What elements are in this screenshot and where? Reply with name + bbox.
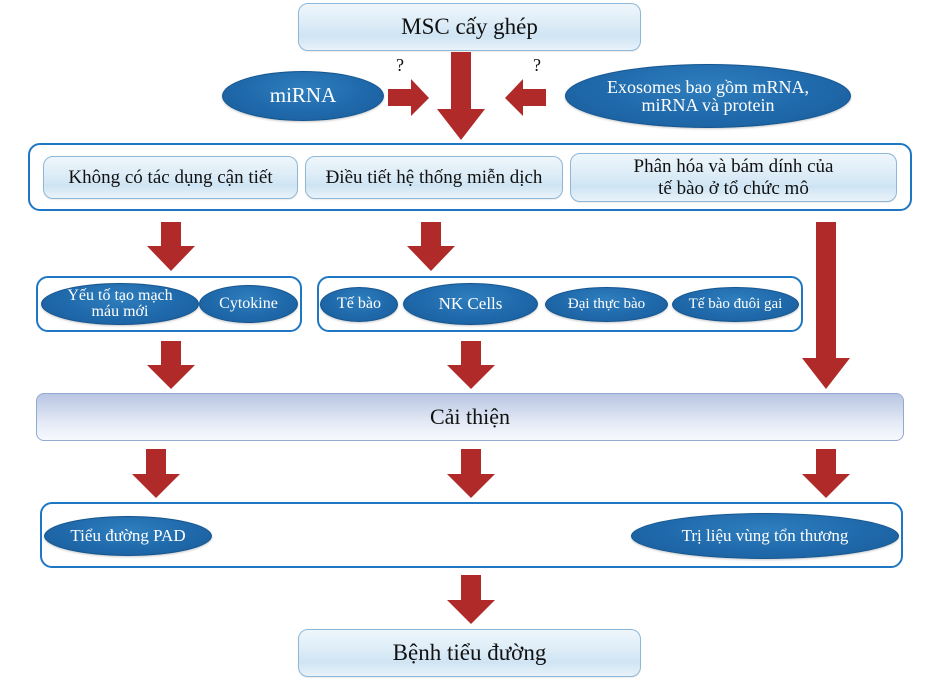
node-dendritic-cell-label: Tế bào đuôi gai <box>688 295 783 312</box>
node-macrophage-label: Đại thực bào <box>567 295 646 312</box>
node-nk-cells-label: NK Cells <box>438 294 503 314</box>
arrow-tier1-middle-to-tier2-right <box>406 222 456 272</box>
arrow-tier2-right-to-improvement <box>446 341 496 390</box>
question-mark-right: ? <box>533 55 541 75</box>
tier1-item-immune-regulation: Điều tiết hệ thống miễn dịch <box>305 156 563 199</box>
node-angiogenic-factor: Yếu tố tạo mạch máu mới <box>41 283 199 325</box>
node-exosomes-label-line1: Exosomes bao gồm mRNA, <box>607 76 809 97</box>
node-nk-cells: NK Cells <box>403 283 538 325</box>
node-te-bao: Tế bào <box>320 287 398 322</box>
arrow-improvement-to-outcome-left <box>131 449 181 499</box>
arrow-outcomes-to-final <box>446 575 496 625</box>
tier1-item-differentiation-adhesion-label-line1: Phân hóa và bám dính của <box>633 156 834 178</box>
arrow-improvement-to-outcome-middle <box>446 449 496 499</box>
arrow-exosomes-to-center <box>505 79 547 117</box>
node-diabetes-disease-label: Bệnh tiểu đường <box>392 640 547 666</box>
node-angiogenic-factor-label-line1: Yếu tố tạo mạch <box>67 286 173 304</box>
node-improvement-label: Cải thiện <box>429 404 511 429</box>
node-msc-transplant: MSC cấy ghép <box>298 3 641 51</box>
tier1-item-no-paracrine-label: Không có tác dụng cận tiết <box>68 166 273 188</box>
arrow-mirna-to-center <box>388 79 430 117</box>
node-diabetic-pad-label: Tiểu đường PAD <box>70 526 186 546</box>
node-diabetes-disease: Bệnh tiểu đường <box>298 629 641 677</box>
arrow-msc-to-tier1 <box>435 52 487 142</box>
node-improvement: Cải thiện <box>36 393 904 441</box>
tier1-item-differentiation-adhesion-label-line2: tế bào ở tổ chức mô <box>658 177 809 199</box>
node-exosomes: Exosomes bao gồm mRNA, miRNA và protein <box>565 64 851 128</box>
node-cytokine-label: Cytokine <box>219 294 278 312</box>
node-exosomes-label-line2: miRNA và protein <box>641 95 775 115</box>
node-wound-therapy: Trị liệu vùng tổn thương <box>631 513 899 559</box>
tier1-item-no-paracrine: Không có tác dụng cận tiết <box>43 156 298 199</box>
arrow-tier1-left-to-tier2-left <box>146 222 196 272</box>
tier1-item-differentiation-adhesion: Phân hóa và bám dính của tế bào ở tổ chứ… <box>570 153 897 202</box>
node-te-bao-label: Tế bào <box>337 295 381 313</box>
tier1-item-immune-regulation-label: Điều tiết hệ thống miễn dịch <box>325 166 543 188</box>
node-diabetic-pad: Tiểu đường PAD <box>44 516 212 556</box>
arrow-improvement-to-outcome-right <box>801 449 851 499</box>
node-wound-therapy-label: Trị liệu vùng tổn thương <box>681 526 849 546</box>
arrow-tier1-right-to-improvement <box>801 222 851 390</box>
node-msc-transplant-label: MSC cấy ghép <box>401 14 538 40</box>
arrow-tier2-left-to-improvement <box>146 341 196 390</box>
node-dendritic-cell: Tế bào đuôi gai <box>672 287 799 322</box>
question-mark-left: ? <box>396 55 404 75</box>
node-angiogenic-factor-label-line2: máu mới <box>91 303 149 320</box>
node-macrophage: Đại thực bào <box>545 287 668 322</box>
node-mirna-label: miRNA <box>269 83 337 108</box>
node-mirna: miRNA <box>222 71 384 121</box>
node-cytokine: Cytokine <box>199 285 298 323</box>
